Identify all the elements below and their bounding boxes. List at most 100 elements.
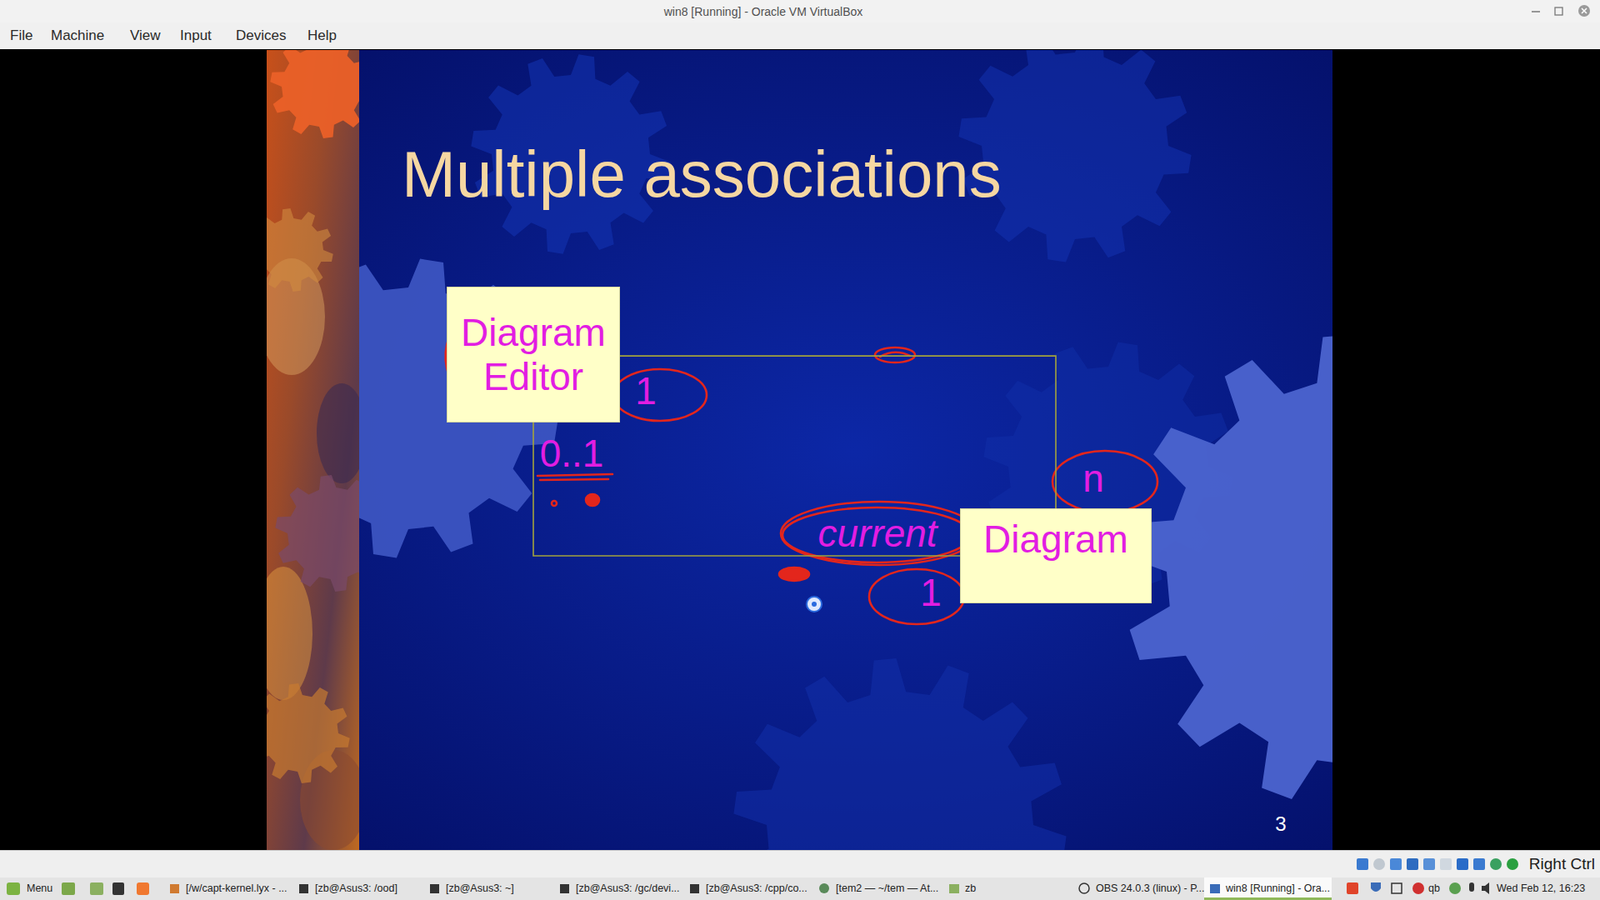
strip-blob bbox=[316, 383, 360, 484]
multiplicity: 1 bbox=[635, 368, 657, 415]
menu-item: Help bbox=[307, 27, 337, 45]
status-icon bbox=[1373, 858, 1385, 870]
tray-icon bbox=[1391, 883, 1402, 894]
slide-number: 3 bbox=[1275, 812, 1286, 837]
status-icon bbox=[1473, 858, 1485, 870]
tray-icon bbox=[1412, 882, 1425, 895]
annotation-ellipse bbox=[613, 369, 707, 421]
active-task-button bbox=[1204, 877, 1332, 900]
annotation-ellipse bbox=[782, 507, 971, 563]
status-icon bbox=[1490, 858, 1502, 870]
launcher-icon bbox=[61, 882, 75, 895]
annotation-scribble bbox=[875, 347, 915, 363]
gear-shape bbox=[266, 683, 350, 784]
cursor-ring bbox=[806, 596, 822, 612]
launcher-icon bbox=[136, 882, 150, 895]
taskbar-item: zb bbox=[965, 882, 976, 895]
slide-title: Multiple associations bbox=[401, 139, 1002, 211]
title-bar bbox=[0, 0, 1600, 23]
taskbar-item: [zb@Asus3: /ood] bbox=[315, 882, 398, 895]
taskbar-item: [zb@Asus3: /gc/devi... bbox=[575, 882, 680, 895]
annotation-ellipse bbox=[1052, 450, 1158, 513]
close-cross bbox=[1581, 8, 1587, 14]
class-name: Diagram Editor bbox=[460, 310, 607, 400]
menu-bar bbox=[0, 22, 1600, 50]
tray-label: qb bbox=[1428, 882, 1440, 895]
menu-icon bbox=[6, 882, 20, 895]
cursor-dot bbox=[811, 601, 817, 607]
strip-gears bbox=[266, 50, 360, 784]
menu-item: Input bbox=[180, 27, 212, 45]
gear-shape bbox=[266, 208, 334, 292]
taskbar-icons bbox=[6, 882, 1490, 895]
task-icon bbox=[949, 884, 960, 894]
annotation-dot bbox=[551, 500, 557, 506]
status-icon bbox=[1440, 858, 1452, 870]
restore-button bbox=[1555, 7, 1563, 15]
task-icon bbox=[1210, 884, 1220, 894]
status-icon bbox=[1390, 858, 1402, 870]
tray-icon bbox=[1370, 882, 1381, 892]
status-icons bbox=[1356, 858, 1519, 870]
tray-icon bbox=[1481, 882, 1490, 895]
taskbar bbox=[0, 877, 1600, 900]
launcher-icon bbox=[112, 882, 125, 895]
taskbar-item: [zb@Asus3: /cpp/co... bbox=[705, 882, 808, 895]
status-icon bbox=[1506, 858, 1519, 870]
task-icon bbox=[819, 883, 830, 894]
multiplicity: 1 bbox=[920, 570, 942, 616]
gear-shape bbox=[270, 50, 360, 139]
tray-icon bbox=[1449, 882, 1461, 895]
annotation-scribble bbox=[779, 567, 810, 581]
mouse-cursor bbox=[806, 596, 822, 612]
menu-item: Machine bbox=[50, 27, 105, 45]
window-title: win8 [Running] - Oracle VM VirtualBox bbox=[664, 5, 864, 20]
task-icon bbox=[1079, 883, 1090, 894]
multiplicity: 0..1 bbox=[540, 430, 605, 477]
taskbar-item: [zb@Asus3: ~] bbox=[445, 882, 515, 895]
close-button bbox=[1578, 5, 1590, 17]
host-key: Right Ctrl bbox=[1529, 855, 1595, 875]
menu-item: File bbox=[10, 27, 33, 45]
annotation-dot bbox=[585, 494, 600, 506]
vm-screen bbox=[0, 49, 1600, 850]
tray-icon bbox=[1469, 882, 1475, 892]
multiplicity: n bbox=[1082, 455, 1105, 502]
minimize-button bbox=[1531, 10, 1540, 13]
association-name: current bbox=[817, 510, 937, 557]
status-border bbox=[0, 850, 1600, 851]
task-icon bbox=[430, 884, 440, 894]
task-icon bbox=[560, 884, 570, 894]
gear-shape bbox=[275, 475, 360, 592]
association-line bbox=[620, 355, 1056, 509]
annotation-ellipse bbox=[869, 569, 965, 625]
taskbar-item: [/w/capt-kernel.lyx - ... bbox=[185, 882, 288, 895]
strip-blob bbox=[266, 566, 313, 700]
class-box: Diagram Editor bbox=[446, 286, 620, 423]
taskbar-item: win8 [Running] - Ora... bbox=[1225, 882, 1330, 895]
taskbar-item: Menu bbox=[26, 882, 53, 895]
status-icon bbox=[1356, 858, 1369, 870]
tray-icon bbox=[1346, 882, 1359, 895]
gear-background bbox=[359, 50, 1333, 850]
taskbar-item: [tem2 — ~/tem — At... bbox=[835, 882, 939, 895]
menu-item: Devices bbox=[235, 27, 286, 45]
gear-shape bbox=[1123, 334, 1333, 810]
class-box: Diagram bbox=[960, 508, 1152, 604]
clock: Wed Feb 12, 16:23 bbox=[1496, 882, 1585, 895]
status-icon bbox=[1456, 858, 1469, 870]
task-icon bbox=[690, 884, 700, 894]
class-name: Diagram bbox=[983, 517, 1129, 562]
task-icon bbox=[299, 884, 309, 894]
gear-shape bbox=[733, 658, 1066, 850]
menu-item: View bbox=[130, 27, 161, 45]
task-icon bbox=[170, 884, 180, 894]
taskbar-item: OBS 24.0.3 (linux) - P... bbox=[1095, 882, 1205, 895]
launcher-icon bbox=[90, 882, 104, 895]
active-task-marker bbox=[1204, 897, 1332, 900]
status-icon bbox=[1406, 858, 1419, 870]
status-bar bbox=[0, 850, 1600, 878]
